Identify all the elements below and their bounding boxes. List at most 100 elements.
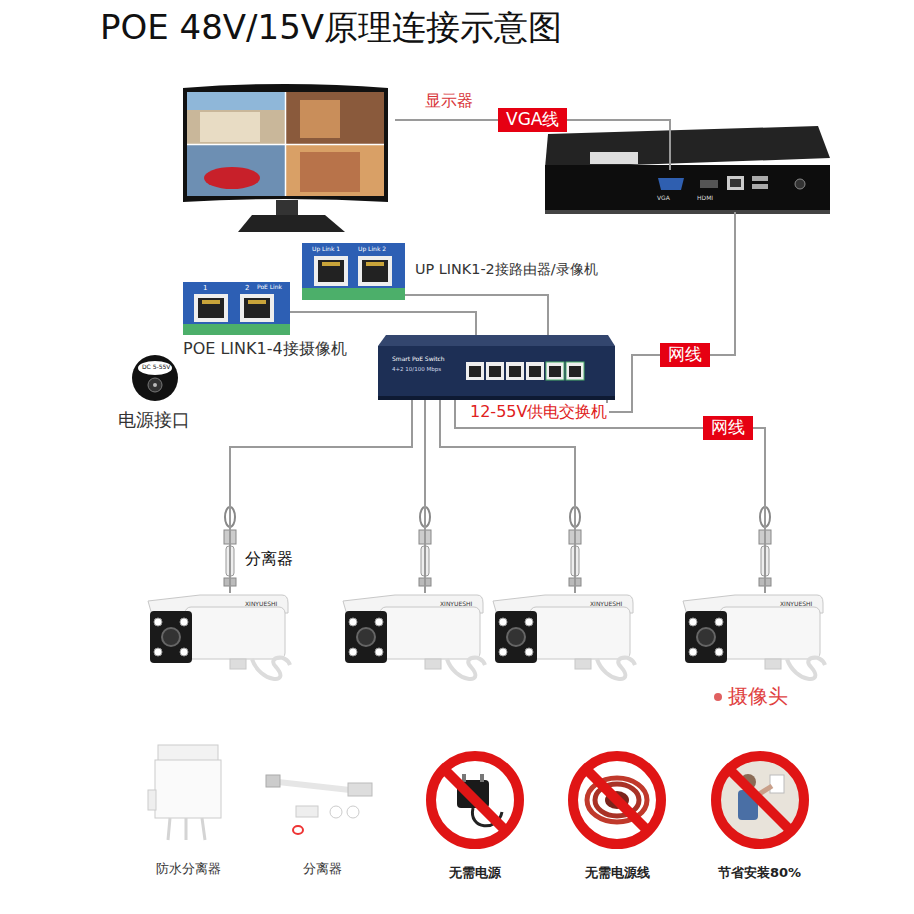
splitter-parts-drawing-part xyxy=(293,826,303,834)
monitor-drawing-part xyxy=(276,200,298,216)
switch-drawing-part xyxy=(509,366,521,377)
cameras-part xyxy=(493,595,635,679)
node-text: PoE Link xyxy=(257,284,282,291)
node-text: XINYUESHI xyxy=(245,601,277,608)
switch-drawing-part xyxy=(378,346,615,396)
uplink-port-inset: Up Link 1Up Link 2UP LINK1-2接路由器/录像机 xyxy=(302,243,405,300)
node-text: 2 xyxy=(245,284,249,292)
monitor-drawing-part xyxy=(183,84,388,202)
save-install-sign-part xyxy=(770,775,784,793)
monitor-drawing-part xyxy=(187,92,285,110)
camera: XINYUESHI xyxy=(145,593,288,685)
no-power-cable-sign-part xyxy=(569,752,665,848)
cable-line xyxy=(290,312,476,335)
waterproof-splitter-drawing-part xyxy=(168,818,205,840)
waterproof-splitter-drawing-part xyxy=(155,760,221,818)
caption-label: 无需电源 xyxy=(449,866,501,881)
node-text: DC 5-55V xyxy=(142,364,170,371)
no-power-adapter-sign-part xyxy=(431,756,519,844)
cable-label: 网线 xyxy=(660,343,710,367)
nvr-drawing-part xyxy=(752,184,768,189)
no-power-cable-sign-part xyxy=(573,756,661,844)
jack-outline-part xyxy=(148,378,162,392)
poe-inset-drawing-part xyxy=(244,298,270,318)
node-text: Up Link 1 xyxy=(312,246,340,253)
splitter-parts-drawing xyxy=(266,775,372,834)
poe-inset-drawing-part xyxy=(194,294,228,322)
node-text: 摄像头 xyxy=(728,685,788,708)
cable-line xyxy=(424,400,426,593)
monitor-drawing-part xyxy=(286,92,384,144)
power-jack: DC 5-55V电源接口 xyxy=(131,354,179,402)
camera: XINYUESHI xyxy=(490,593,633,685)
save-install-sign-part xyxy=(729,769,791,831)
switch-drawing-part xyxy=(466,362,484,380)
node-text: VGA xyxy=(657,195,670,202)
caption-label: 节省安装80% xyxy=(718,866,801,881)
no-power-cable-sign xyxy=(569,752,665,848)
switch-drawing-part xyxy=(546,362,564,380)
poe-inset-drawing-part xyxy=(198,298,224,318)
jack-outline-part xyxy=(132,355,178,401)
splitter-parts-drawing-part xyxy=(348,783,372,796)
uplink-inset-drawing-part xyxy=(358,256,392,286)
uplink-inset-drawing-part xyxy=(314,256,348,286)
uplink-inset-drawing xyxy=(302,243,405,300)
node-text: 电源接口 xyxy=(118,410,190,431)
poe-inset-drawing xyxy=(183,282,290,335)
camera: XINYUESHI xyxy=(340,593,483,685)
switch-drawing-part xyxy=(549,366,561,377)
node-text: HDMI xyxy=(697,195,713,202)
node-text: Up Link 2 xyxy=(358,246,386,253)
monitor-drawing-part xyxy=(187,92,285,144)
uplink-inset-drawing-part xyxy=(362,260,388,282)
switch-drawing-part xyxy=(526,362,544,380)
caption-label: 分离器 xyxy=(245,550,293,568)
cable-line xyxy=(607,212,735,412)
cameras xyxy=(148,595,825,679)
node-text: Smart PoE Switch xyxy=(392,356,445,363)
jack-outline-part xyxy=(138,361,172,375)
save-install-sign-part xyxy=(716,756,804,844)
cameras-part xyxy=(683,595,825,679)
switch-drawing-part xyxy=(378,396,615,400)
monitor: 显示器 xyxy=(180,85,395,235)
cable-label: 网线 xyxy=(703,416,753,440)
jack-outline xyxy=(131,354,179,402)
no-power-adapter-sign xyxy=(427,752,523,848)
switch-drawing-part xyxy=(506,362,524,380)
node-text: UP LINK1-2接路由器/录像机 xyxy=(415,261,598,278)
switch-drawing-part xyxy=(378,335,615,346)
bullet-dot xyxy=(714,693,722,701)
monitor-drawing-part xyxy=(300,100,340,138)
camera: XINYUESHI摄像头 xyxy=(680,593,823,685)
node-text: XINYUESHI xyxy=(590,601,622,608)
nvr-drawing-part xyxy=(545,165,830,210)
caption-label: 分离器 xyxy=(303,862,342,877)
monitor-drawing-part xyxy=(200,112,260,142)
node-text: 4+2 10/100 Mbps xyxy=(392,366,441,372)
save-install-sign xyxy=(716,756,804,844)
poe-inset-drawing-part xyxy=(240,294,274,322)
node-text: 显示器 xyxy=(425,92,473,111)
waterproof-splitter-drawing xyxy=(148,745,221,840)
poe-switch: Smart PoE Switch4+2 10/100 Mbps12-55V供电交… xyxy=(378,335,615,400)
node-text: XINYUESHI xyxy=(780,601,812,608)
poe-inset-drawing-part xyxy=(183,282,290,335)
splitter-parts-drawing-part xyxy=(347,806,359,818)
cameras-part xyxy=(148,595,290,679)
uplink-inset-drawing-part xyxy=(318,260,344,282)
caption-label: 防水分离器 xyxy=(156,862,221,877)
poe-port-inset: 12PoE LinkPOE LINK1-4接摄像机 xyxy=(183,282,290,335)
monitor-drawing-part xyxy=(187,145,285,196)
splitter-parts-drawing-part xyxy=(296,806,318,817)
switch-drawing-part xyxy=(469,366,481,377)
poe-inset-drawing-part xyxy=(202,300,220,304)
uplink-inset-drawing-part xyxy=(366,262,384,266)
switch-drawing-part xyxy=(569,366,581,377)
nvr-drawing-part xyxy=(752,176,768,181)
splitter-parts-drawing-part xyxy=(278,782,350,790)
monitor-drawing-part xyxy=(300,152,360,192)
switch-drawing xyxy=(378,335,615,400)
no-power-adapter-sign-part xyxy=(444,769,506,831)
